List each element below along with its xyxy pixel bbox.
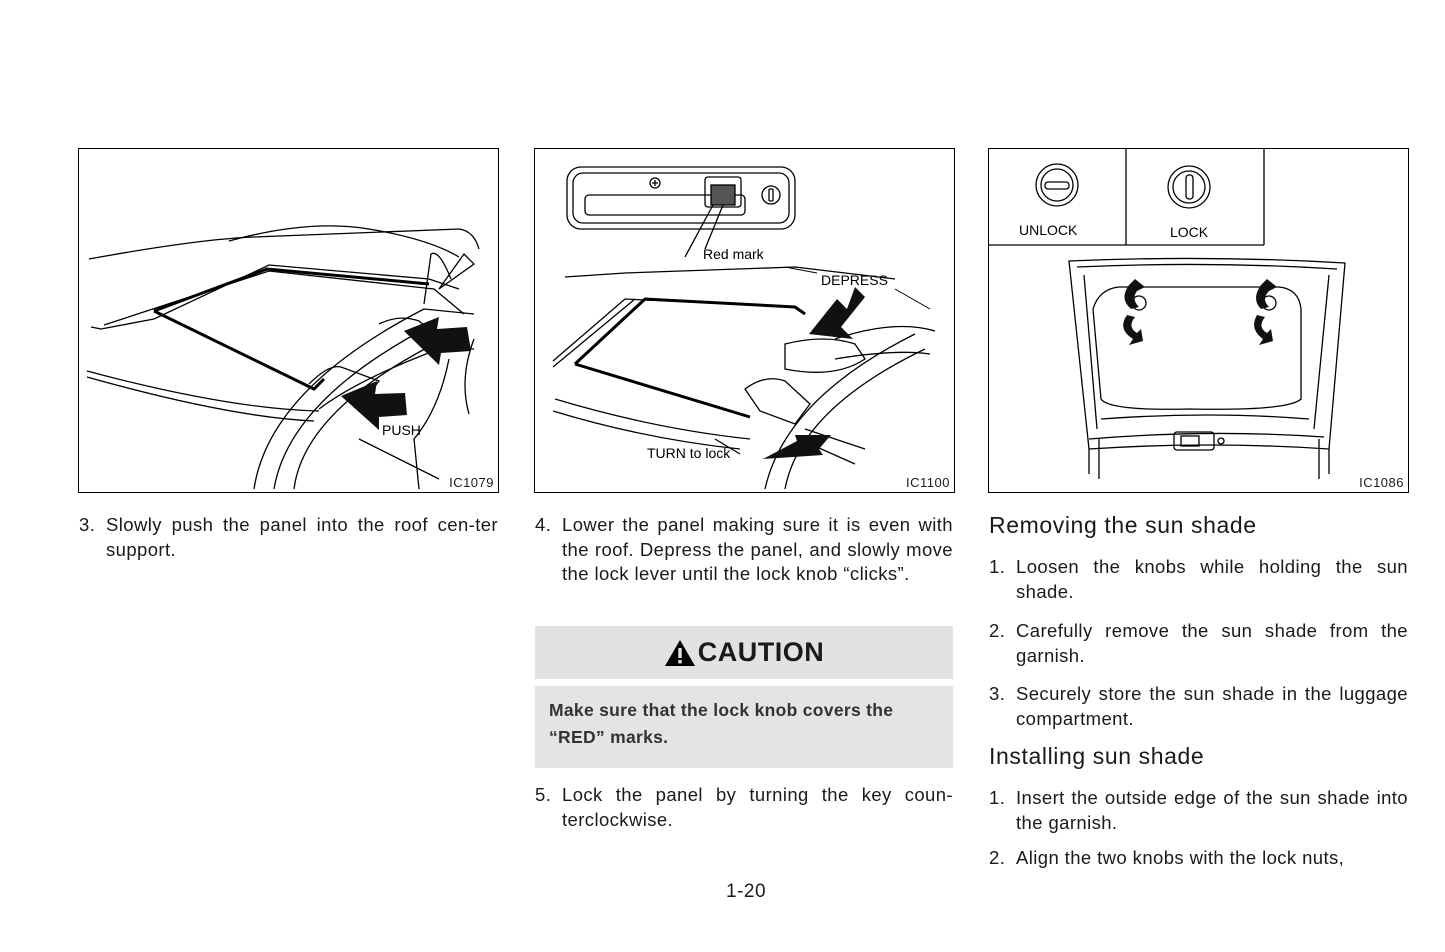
- figure-sun-shade: UNLOCK LOCK IC1086: [988, 148, 1409, 493]
- knob-left: [1123, 279, 1147, 345]
- step-5-lock-panel: 5. Lock the panel by turning the key cou…: [535, 783, 953, 832]
- step-text: Lower the panel making sure it is even w…: [562, 514, 953, 584]
- heading-installing-sun-shade: Installing sun shade: [989, 743, 1205, 769]
- step-number: 5.: [535, 784, 552, 805]
- step-text: Insert the outside edge of the sun shade…: [1016, 787, 1408, 833]
- figure-code: IC1086: [1357, 475, 1406, 490]
- step-number: 3.: [79, 514, 96, 535]
- step-text: Align the two knobs with the lock nuts,: [1016, 847, 1345, 868]
- heading-removing-sun-shade: Removing the sun shade: [989, 512, 1257, 538]
- step-3-push-panel: 3. Slowly push the panel into the roof c…: [79, 513, 498, 562]
- installing-step-2: 2. Align the two knobs with the lock nut…: [989, 846, 1408, 871]
- caution-body: Make sure that the lock knob covers the …: [535, 686, 953, 768]
- caution-header: CAUTION: [535, 626, 953, 679]
- step-text: Loosen the knobs while holding the sun s…: [1016, 556, 1408, 602]
- caution-title: CAUTION: [697, 637, 825, 667]
- sun-shade-illustration: UNLOCK LOCK: [989, 149, 1346, 479]
- step-number: 2.: [989, 620, 1006, 641]
- red-mark-label: Red mark: [703, 246, 765, 262]
- step-number: 3.: [989, 683, 1006, 704]
- step-number: 1.: [989, 787, 1006, 808]
- figure-push-panel: PUSH IC1079: [78, 148, 499, 493]
- step-text: Securely store the sun shade in the lugg…: [1016, 683, 1408, 729]
- unlock-label: UNLOCK: [1019, 222, 1078, 238]
- push-label: PUSH: [382, 422, 421, 438]
- page-number: 1-20: [726, 881, 767, 902]
- knob-right: [1254, 279, 1277, 345]
- removing-step-1: 1. Loosen the knobs while holding the su…: [989, 555, 1408, 604]
- step-number: 4.: [535, 514, 552, 535]
- step-number: 2.: [989, 847, 1006, 868]
- step-4-lower-panel: 4. Lower the panel making sure it is eve…: [535, 513, 953, 587]
- step-text: Carefully remove the sun shade from the …: [1016, 620, 1408, 666]
- roof-push-illustration: PUSH: [86, 225, 480, 490]
- removing-step-2: 2. Carefully remove the sun shade from t…: [989, 619, 1408, 668]
- warning-triangle-icon: [664, 639, 695, 666]
- figure-lock-lever: Red mark DEPRESS TURN to lock IC1100: [534, 148, 955, 493]
- figure-code: IC1100: [904, 475, 952, 490]
- step-text: Slowly push the panel into the roof cen-…: [106, 514, 498, 560]
- lock-lever-illustration: Red mark DEPRESS TURN to lock: [552, 166, 936, 490]
- depress-label: DEPRESS: [821, 272, 888, 288]
- figure-code: IC1079: [447, 475, 496, 490]
- removing-step-3: 3. Securely store the sun shade in the l…: [989, 682, 1408, 731]
- step-text: Lock the panel by turning the key coun-t…: [562, 784, 953, 830]
- installing-step-1: 1. Insert the outside edge of the sun sh…: [989, 786, 1408, 835]
- turn-to-lock-label: TURN to lock: [647, 445, 731, 461]
- lock-label: LOCK: [1170, 224, 1209, 240]
- step-number: 1.: [989, 556, 1006, 577]
